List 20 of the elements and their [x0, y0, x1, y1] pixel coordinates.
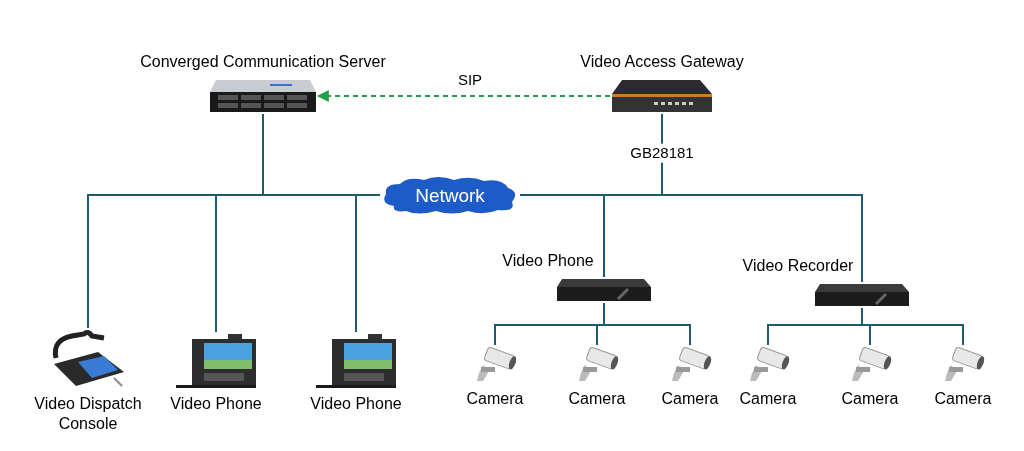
- device-label: Camera: [934, 389, 992, 409]
- connector-line: [861, 307, 964, 346]
- device-label: Video Phone: [310, 394, 402, 414]
- cloud-label: Network: [415, 185, 485, 205]
- device-label: Video Phone: [502, 251, 594, 271]
- device-label: Converged Communication Server: [140, 52, 386, 72]
- device-label: Video Recorder: [742, 256, 854, 276]
- dashed-arrow: [316, 90, 611, 102]
- device-label: Camera: [466, 389, 524, 409]
- device-label: Video Dispatch Console: [33, 394, 143, 434]
- device-label: Camera: [841, 389, 899, 409]
- connector-line: [519, 194, 863, 283]
- edge-label: GB28181: [628, 143, 696, 163]
- device-label: Video Phone: [170, 394, 262, 414]
- device-label: Camera: [739, 389, 797, 409]
- device-label: Camera: [661, 389, 719, 409]
- connector-line: [355, 194, 381, 333]
- device-label: Video Access Gateway: [580, 52, 744, 72]
- connector-line: [603, 302, 691, 346]
- device-label: Camera: [568, 389, 626, 409]
